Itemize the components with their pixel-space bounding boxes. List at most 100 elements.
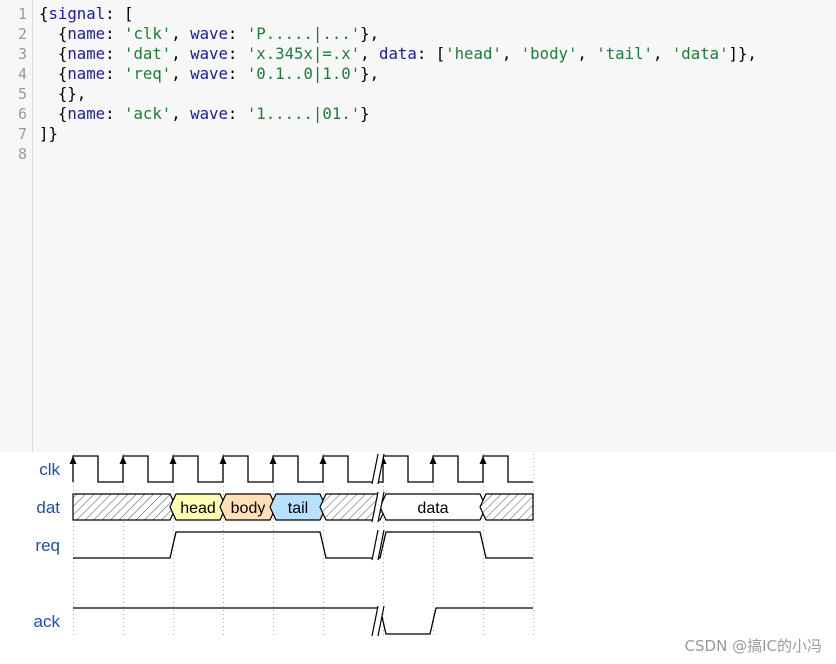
signal-label-ack: ack — [34, 612, 61, 631]
code-token: name — [67, 64, 106, 83]
code-token: 'data' — [671, 44, 729, 63]
code-token: 'P.....|...' — [246, 24, 361, 43]
gap-stroke — [377, 453, 385, 485]
code-token: 'body' — [520, 44, 578, 63]
bus-segment — [72, 493, 177, 521]
csdn-watermark: CSDN @搞IC的小冯 — [684, 637, 822, 655]
line-number: 4 — [17, 65, 27, 83]
code-line[interactable]: {name: 'req', wave: '0.1..0|1.0'}, — [39, 64, 757, 84]
bus-label-body: body — [231, 500, 266, 517]
gap-stroke — [377, 529, 385, 561]
code-token: wave — [190, 104, 228, 123]
code-token: : — [227, 24, 247, 43]
time-gap-markers — [371, 453, 385, 637]
code-token: ]} — [39, 124, 58, 143]
gap-fill — [372, 530, 384, 560]
code-token: name — [67, 104, 106, 123]
code-token: 'tail' — [596, 44, 653, 63]
code-token: , — [577, 44, 597, 63]
code-token: { — [39, 104, 68, 123]
gap-fill — [372, 606, 384, 636]
gap-stroke — [371, 605, 379, 637]
bus-label-tail: tail — [288, 500, 308, 517]
waveform-diagram: clk dat req ack head body tail data — [34, 453, 534, 638]
gap-fill — [372, 454, 384, 484]
code-token: , — [171, 44, 191, 63]
code-token: 'head' — [445, 44, 502, 63]
code-token: { — [39, 44, 68, 63]
gap-fill — [372, 492, 384, 522]
bus-label-data: data — [417, 500, 448, 517]
code-token: { — [39, 64, 68, 83]
code-token: : — [227, 104, 247, 123]
code-line[interactable]: {name: 'clk', wave: 'P.....|...'}, — [39, 24, 757, 44]
code-token: , — [360, 44, 380, 63]
code-token: } — [360, 104, 370, 123]
code-token: , — [501, 44, 521, 63]
code-token: : — [227, 64, 247, 83]
signal-label-clk: clk — [39, 460, 60, 479]
line-number: 7 — [17, 125, 27, 143]
code-token: }, — [360, 24, 380, 43]
code-content[interactable]: {signal: [ {name: 'clk', wave: 'P.....|.… — [39, 4, 757, 164]
code-line[interactable]: ]} — [39, 124, 757, 144]
code-token: ]}, — [728, 44, 757, 63]
wave-ack — [73, 607, 533, 635]
code-token: { — [39, 4, 49, 23]
gap-stroke — [377, 605, 385, 637]
code-token: : [ — [105, 4, 134, 23]
bus-segment — [479, 493, 534, 521]
code-token: }, — [360, 64, 380, 83]
line-number: 2 — [17, 25, 27, 43]
wave-clk — [72, 455, 533, 483]
code-token: '1.....|01.' — [246, 104, 361, 123]
code-token: signal — [48, 4, 106, 23]
gap-stroke — [371, 529, 379, 561]
code-token: : — [227, 44, 247, 63]
code-line[interactable]: {name: 'ack', wave: '1.....|01.'} — [39, 104, 757, 124]
code-token: : [ — [416, 44, 446, 63]
code-token: : — [105, 64, 125, 83]
line-number: 8 — [17, 145, 27, 163]
line-number-gutter: 1 2 3 4 5 6 7 8 — [0, 0, 33, 452]
code-line[interactable]: {}, — [39, 84, 757, 104]
gap-stroke — [377, 491, 385, 523]
code-token: wave — [190, 64, 228, 83]
gap-stroke — [371, 491, 379, 523]
code-token: 'clk' — [124, 24, 172, 43]
bus-label-head: head — [180, 500, 216, 517]
code-token: {}, — [39, 84, 87, 103]
code-line[interactable]: {name: 'dat', wave: 'x.345x|=.x', data: … — [39, 44, 757, 64]
code-token: , — [171, 64, 191, 83]
code-token: data — [379, 44, 417, 63]
code-line[interactable] — [39, 144, 757, 164]
code-token: : — [105, 44, 125, 63]
line-number: 1 — [17, 5, 27, 23]
line-number: 3 — [17, 45, 27, 63]
code-token: 'ack' — [124, 104, 172, 123]
code-token: , — [171, 104, 191, 123]
gap-stroke — [371, 453, 379, 485]
code-token: '0.1..0|1.0' — [246, 64, 361, 83]
wave-req — [73, 531, 533, 559]
code-token: 'req' — [124, 64, 172, 83]
signal-label-dat: dat — [36, 498, 60, 517]
code-token: name — [67, 44, 106, 63]
signal-label-req: req — [35, 536, 60, 555]
code-line[interactable]: {signal: [ — [39, 4, 757, 24]
code-token: 'dat' — [124, 44, 172, 63]
signal-labels: clk dat req ack — [34, 460, 61, 631]
line-number: 5 — [17, 85, 27, 103]
code-token: , — [171, 24, 191, 43]
code-token: wave — [190, 24, 228, 43]
code-token: { — [39, 24, 68, 43]
code-token: : — [105, 104, 125, 123]
code-token: : — [105, 24, 125, 43]
line-number: 6 — [17, 105, 27, 123]
code-token: wave — [190, 44, 228, 63]
code-token: 'x.345x|=.x' — [246, 44, 361, 63]
code-token: name — [67, 24, 106, 43]
signal-waves: head body tail data — [69, 455, 534, 635]
code-token: , — [652, 44, 672, 63]
